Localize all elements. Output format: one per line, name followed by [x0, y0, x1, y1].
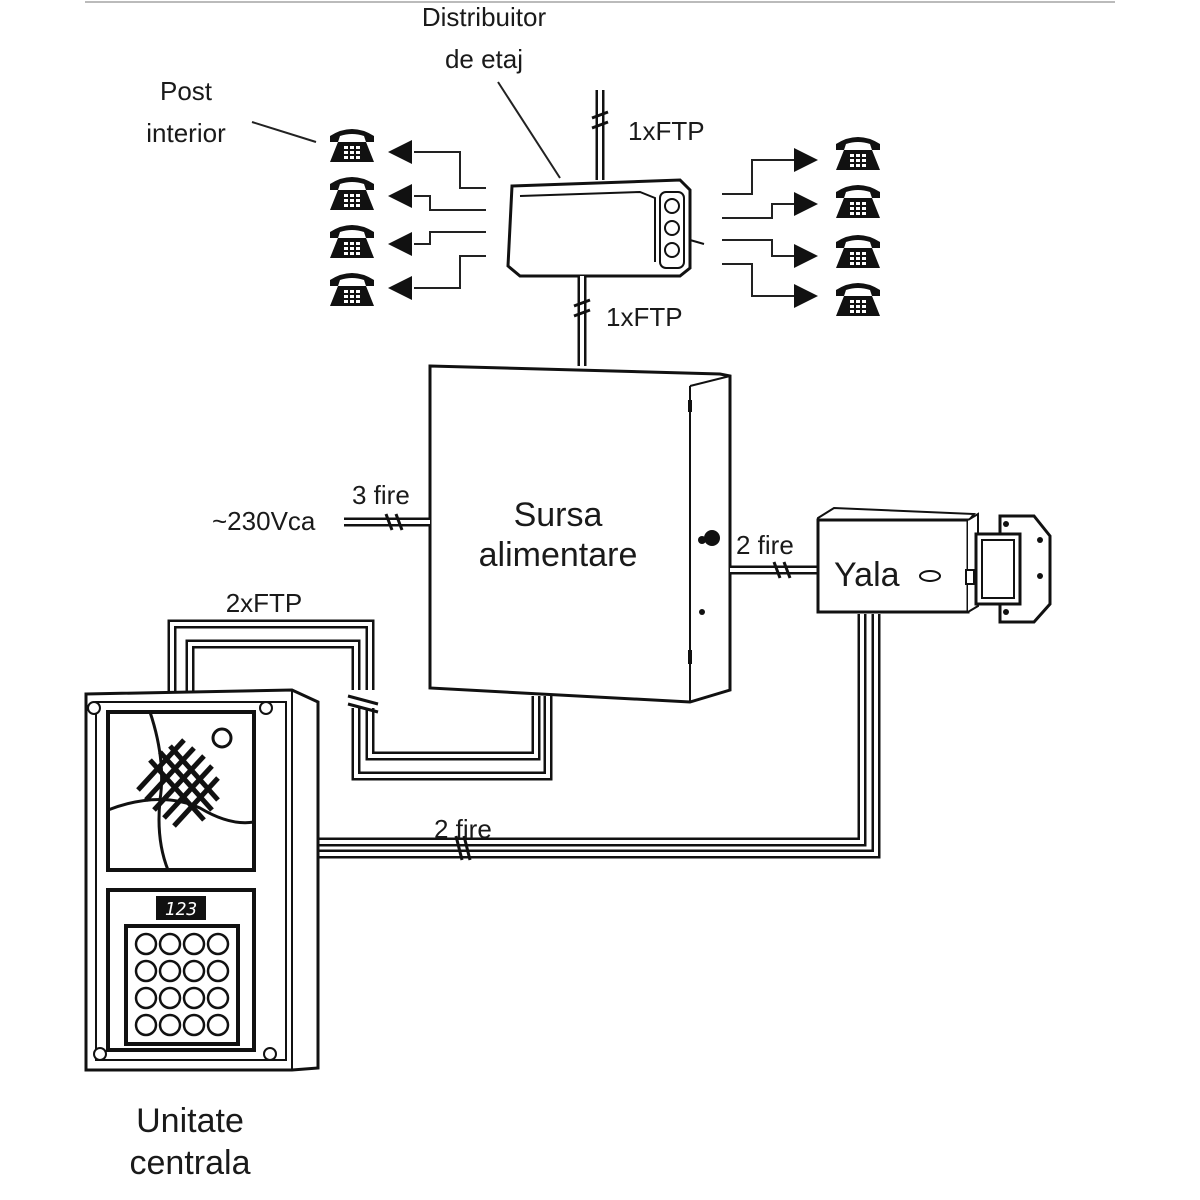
- keypad-button: [182, 932, 206, 956]
- telephone-icon: [836, 137, 880, 170]
- mains-wires-label: 3 fire: [352, 480, 410, 510]
- arrow-icon: [794, 192, 818, 216]
- arrow-icon: [388, 276, 412, 300]
- keypad-button: [134, 986, 158, 1010]
- keypad-button: [134, 932, 158, 956]
- keypad-button: [182, 1013, 206, 1037]
- distributor-label-line1: Distribuitor: [422, 2, 547, 32]
- keypad-button: [182, 959, 206, 983]
- left-phone-group: [330, 129, 374, 306]
- keypad-button: [206, 932, 230, 956]
- telephone-icon: [836, 283, 880, 316]
- lock-cable: [730, 561, 818, 579]
- arrow-icon: [794, 148, 818, 172]
- mains-voltage-label: ~230Vca: [212, 506, 316, 536]
- floor-distributor: [506, 178, 705, 278]
- arrow-icon: [388, 184, 412, 208]
- distributor-label-line2: de etaj: [445, 44, 523, 74]
- unit-lock-cable: [318, 614, 881, 861]
- speaker-grille: [136, 738, 220, 828]
- keypad-button: [158, 1013, 182, 1037]
- arrow-icon: [388, 232, 412, 256]
- keypad-button: [134, 1013, 158, 1037]
- mains-cable: [344, 513, 430, 531]
- arrow-icon: [794, 244, 818, 268]
- left-arrows: [388, 140, 486, 300]
- telephone-icon: [836, 185, 880, 218]
- distributor-leader-line: [497, 81, 561, 179]
- post-label-line2: interior: [146, 118, 226, 148]
- electric-lock: [816, 506, 1052, 624]
- right-arrows: [722, 148, 818, 308]
- keypad: [134, 932, 230, 1037]
- telephone-icon: [330, 129, 374, 162]
- unit-label-line2: centrala: [130, 1144, 251, 1182]
- display: [156, 896, 206, 920]
- keypad-button: [206, 986, 230, 1010]
- keypad-button: [158, 932, 182, 956]
- unit-cable-label: 2xFTP: [226, 588, 303, 618]
- ftp-cable-mid: [573, 276, 591, 366]
- telephone-icon: [330, 177, 374, 210]
- cable-mid-label: 1xFTP: [606, 302, 683, 332]
- display-text: 123: [165, 899, 198, 920]
- unit-lock-wires-label: 2 fire: [434, 814, 492, 844]
- unit-label-line1: Unitate: [136, 1102, 244, 1140]
- lock-wires-label: 2 fire: [736, 530, 794, 560]
- keypad-button: [158, 959, 182, 983]
- unit-ftp-cable: [167, 619, 553, 781]
- right-phone-group: [836, 137, 880, 316]
- telephone-icon: [330, 273, 374, 306]
- cable-top-label: 1xFTP: [628, 116, 705, 146]
- keypad-button: [206, 959, 230, 983]
- keypad-button: [134, 959, 158, 983]
- power-supply-box: [428, 364, 732, 704]
- telephone-icon: [836, 235, 880, 268]
- keypad-button: [206, 1013, 230, 1037]
- power-supply-label-line2: alimentare: [479, 536, 638, 574]
- keypad-button: [182, 986, 206, 1010]
- arrow-icon: [388, 140, 412, 164]
- arrow-icon: [794, 284, 818, 308]
- central-unit-panel: 123: [84, 688, 320, 1072]
- post-label-line1: Post: [160, 76, 213, 106]
- ftp-cable-top: [591, 90, 609, 180]
- lock-label: Yala: [834, 556, 900, 594]
- telephone-icon: [330, 225, 374, 258]
- keypad-button: [158, 986, 182, 1010]
- power-supply-label-line1: Sursa: [514, 496, 603, 534]
- post-leader-line: [251, 121, 317, 143]
